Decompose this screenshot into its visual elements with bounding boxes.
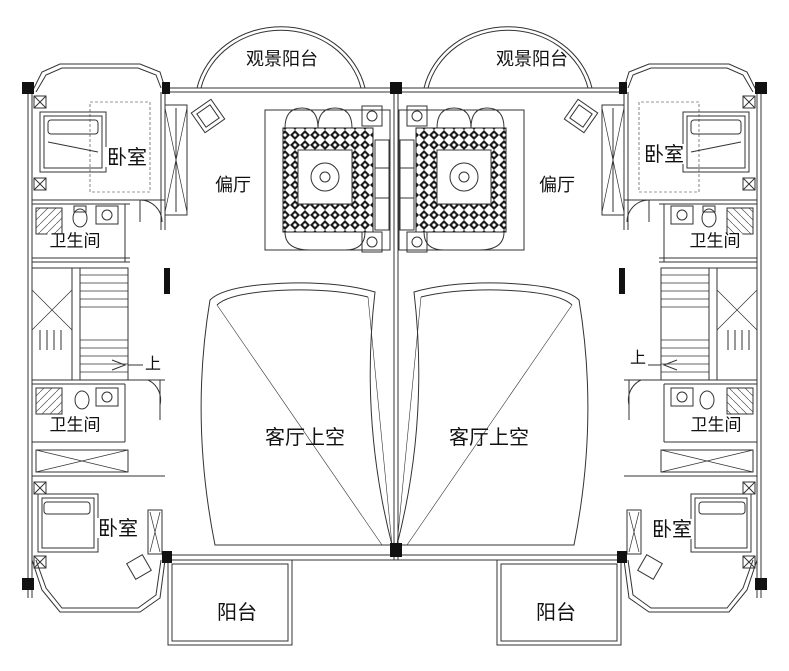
left-unit	[27, 26, 396, 646]
right-unit	[393, 26, 762, 646]
label-bedroom-top-right: 卧室	[642, 142, 686, 166]
label-side-hall-left: 偏厅	[215, 175, 251, 196]
label-bathroom-bottom-left: 卫生间	[47, 415, 103, 436]
label-bathroom-top-right: 卫生间	[687, 231, 743, 252]
wall-posts	[22, 82, 767, 590]
label-view-balcony-right: 观景阳台	[496, 49, 568, 70]
label-living-void-left: 客厅上空	[265, 425, 345, 449]
label-side-hall-right: 偏厅	[539, 175, 575, 196]
label-bathroom-top-left: 卫生间	[47, 231, 103, 252]
label-bedroom-top-left: 卧室	[105, 145, 149, 169]
label-balcony-left: 阳台	[217, 600, 257, 624]
label-bedroom-bottom-left: 卧室	[96, 516, 140, 540]
label-living-void-right: 客厅上空	[449, 425, 529, 449]
label-view-balcony-left: 观景阳台	[246, 49, 318, 70]
label-up-left: 上	[142, 354, 164, 373]
label-bedroom-bottom-right: 卧室	[650, 517, 694, 541]
label-up-right: 上	[627, 348, 649, 367]
label-bathroom-bottom-right: 卫生间	[688, 415, 744, 436]
label-balcony-right: 阳台	[536, 600, 576, 624]
